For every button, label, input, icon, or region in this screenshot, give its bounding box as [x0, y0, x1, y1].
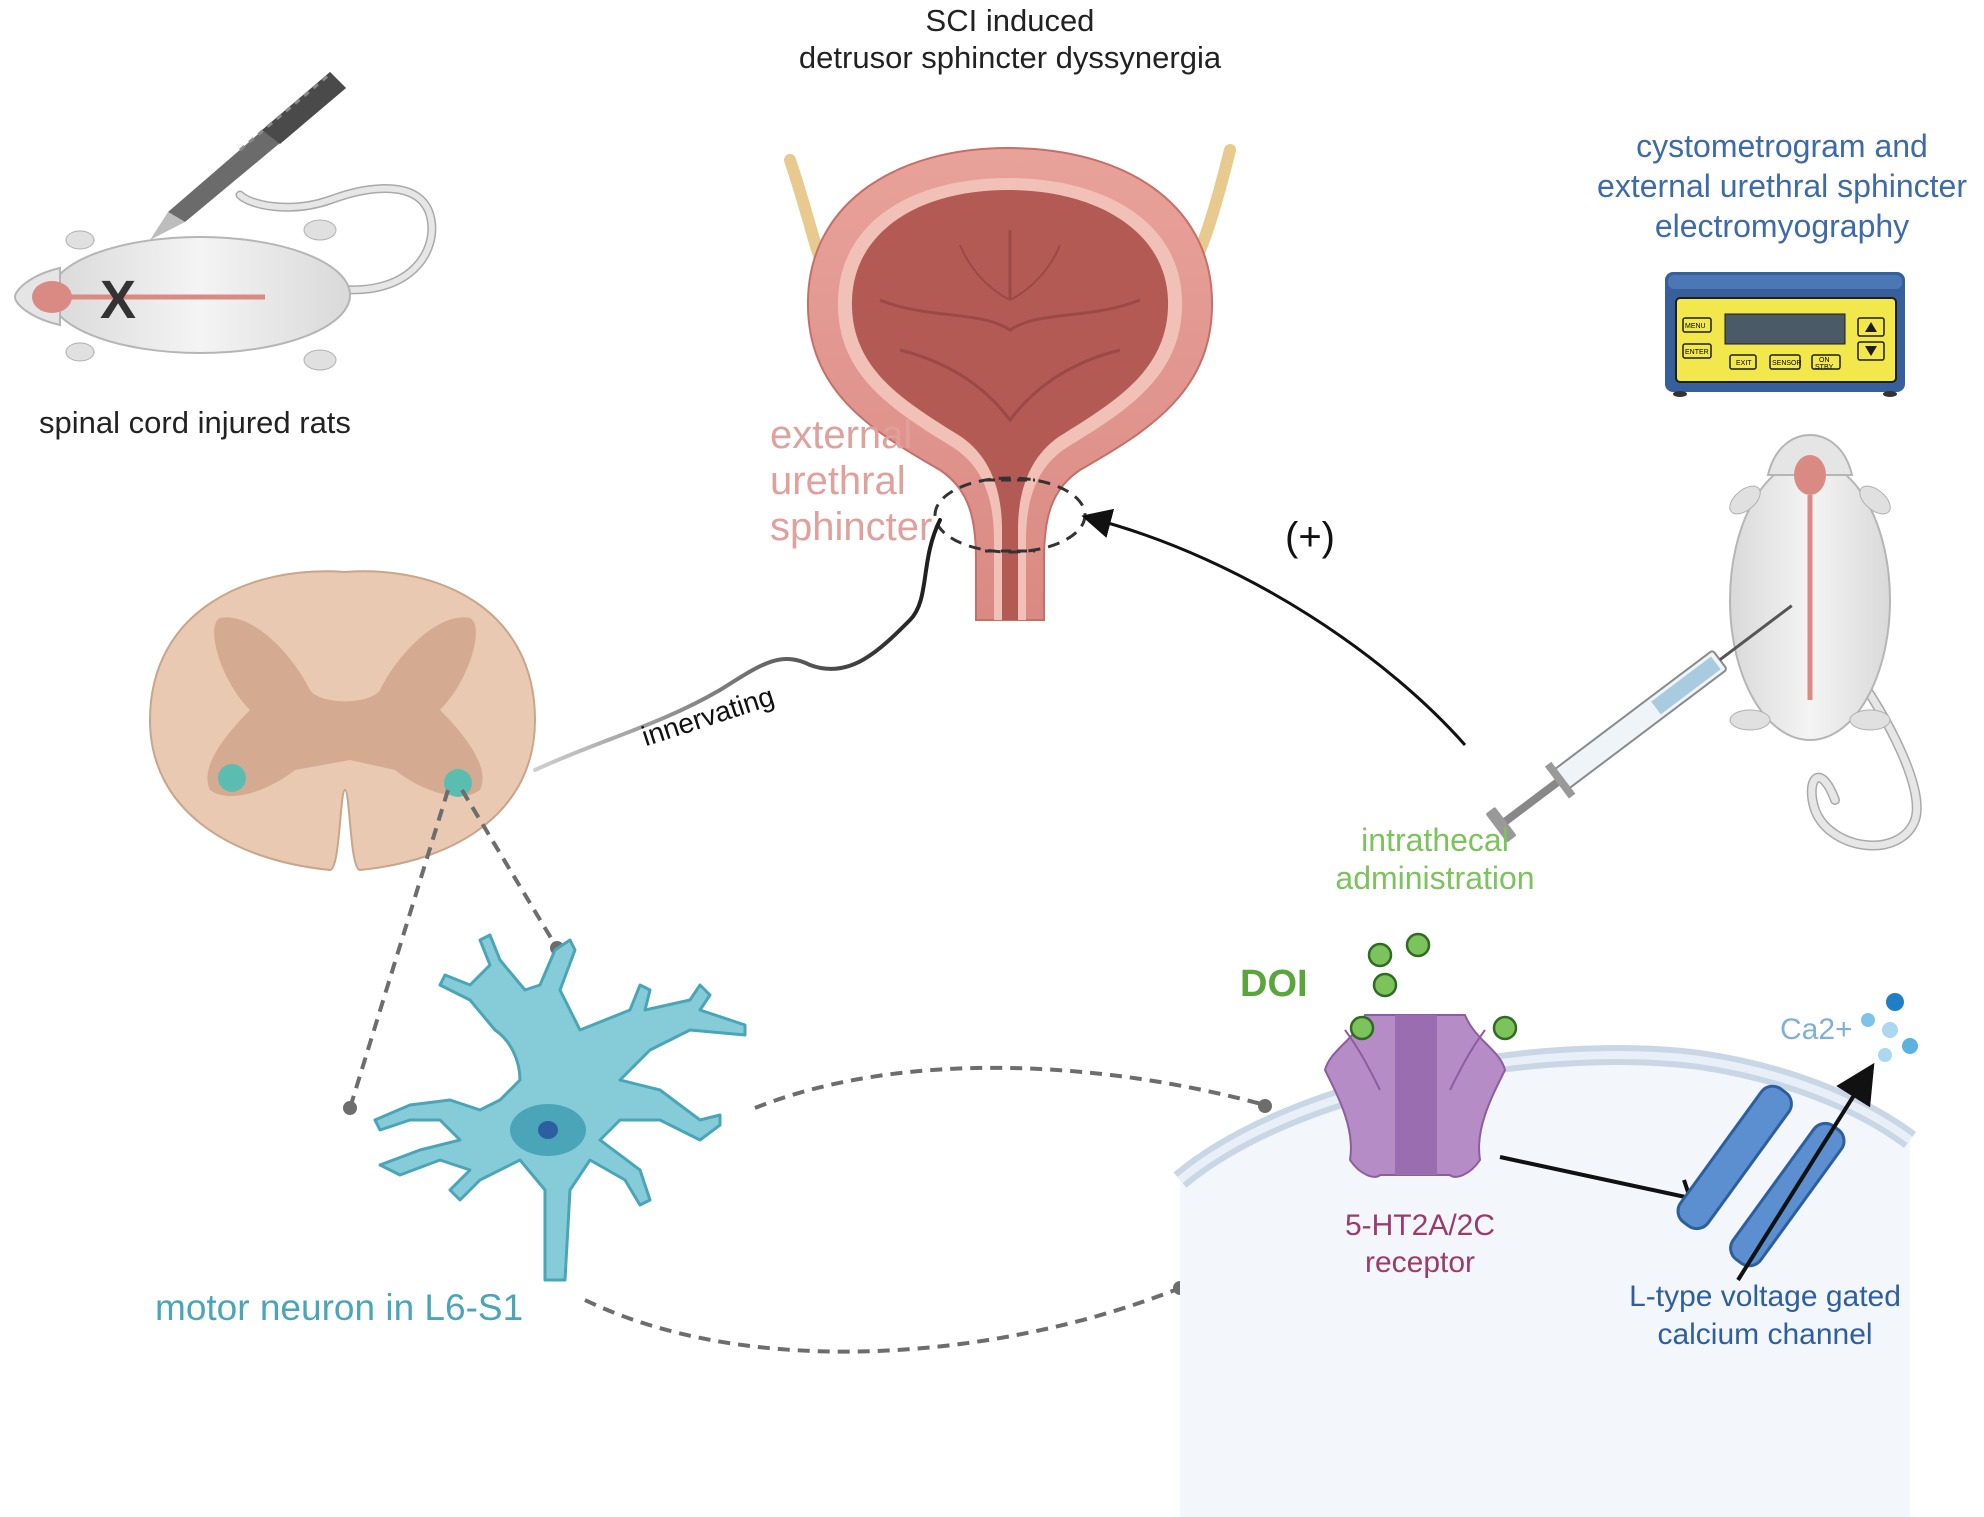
connector-end-dot [1258, 1099, 1272, 1113]
test-rat-icon [1729, 433, 1922, 851]
cystometrogram-line-3: electromyography [1654, 208, 1910, 244]
calcium-ions [1861, 993, 1918, 1062]
syringe-icon [1486, 604, 1793, 842]
cystometrogram-line-2: external urethral sphincter [1597, 168, 1967, 204]
positive-effect-arrow [1081, 508, 1467, 746]
cystometry-device-icon: MENU ENTER EXIT SENSOR ON STBY [1665, 272, 1905, 397]
calcium-label: Ca2+ [1780, 1013, 1853, 1046]
connector-neuron-cell-bottom [584, 1286, 1181, 1354]
doi-particles [1349, 932, 1518, 1041]
device-key-enter: ENTER [1685, 349, 1709, 356]
receptor-label: 5-HT2A/2C receptor [1320, 1208, 1520, 1281]
connector-cord-neuron-right [460, 788, 559, 950]
device-key-menu: MENU [1685, 323, 1706, 330]
title-line-2: detrusor sphincter dyssynergia [798, 40, 1222, 76]
spinal-cord-section-icon [148, 570, 537, 872]
sphincter-line-2: urethral [770, 459, 906, 503]
inhibition-line [1499, 1155, 1691, 1200]
receptor-line-1: 5-HT2A/2C [1344, 1209, 1496, 1242]
device-key-exit: EXIT [1736, 360, 1752, 367]
calcium-channel-line-1: L-type voltage gated [1629, 1280, 1901, 1313]
device-key-sensor: SENSOR [1772, 360, 1802, 367]
device-key-on: ON [1819, 357, 1830, 364]
sphincter-line-3: sphincter [770, 505, 933, 549]
title-line-1: SCI induced [925, 3, 1095, 38]
connector-neuron-cell-top [754, 1065, 1266, 1110]
injured-rat-icon: X [13, 184, 437, 371]
intrathecal-line-1: intrathecal [1361, 822, 1509, 858]
scalpel-icon [150, 72, 346, 240]
calcium-channel-icon [1676, 1062, 1875, 1282]
motor-neuron-label: motor neuron in L6-S1 [155, 1287, 524, 1328]
connector-cord-neuron-left [348, 789, 450, 1109]
positive-effect-label: (+) [1285, 515, 1335, 559]
connector-end-dot [343, 1101, 357, 1115]
device-key-stby: STBY [1815, 364, 1834, 371]
bladder-icon [784, 144, 1236, 621]
diagram-title: SCI induced detrusor sphincter dyssynerg… [740, 2, 1280, 76]
doi-label: DOI [1240, 963, 1308, 1005]
intrathecal-line-2: administration [1335, 859, 1535, 896]
sphincter-line-1: external [770, 413, 913, 457]
calcium-channel-line-2: calcium channel [1657, 1317, 1873, 1351]
injury-mark: X [100, 270, 136, 330]
innervating-nerve [533, 518, 942, 772]
external-urethral-sphincter-label: external urethral sphincter [770, 412, 932, 550]
calcium-flow-arrow [1736, 1062, 1875, 1282]
cystometrogram-label: cystometrogram and external urethral sph… [1580, 126, 1984, 246]
intrathecal-label: intrathecal administration [1300, 822, 1570, 898]
receptor-icon [1323, 1014, 1507, 1178]
receptor-line-2: receptor [1364, 1245, 1476, 1279]
cystometrogram-line-1: cystometrogram and [1636, 128, 1928, 164]
motor-neuron-icon [373, 933, 747, 1282]
calcium-channel-label: L-type voltage gated calcium channel [1610, 1278, 1920, 1353]
injured-rats-label: spinal cord injured rats [39, 405, 351, 440]
